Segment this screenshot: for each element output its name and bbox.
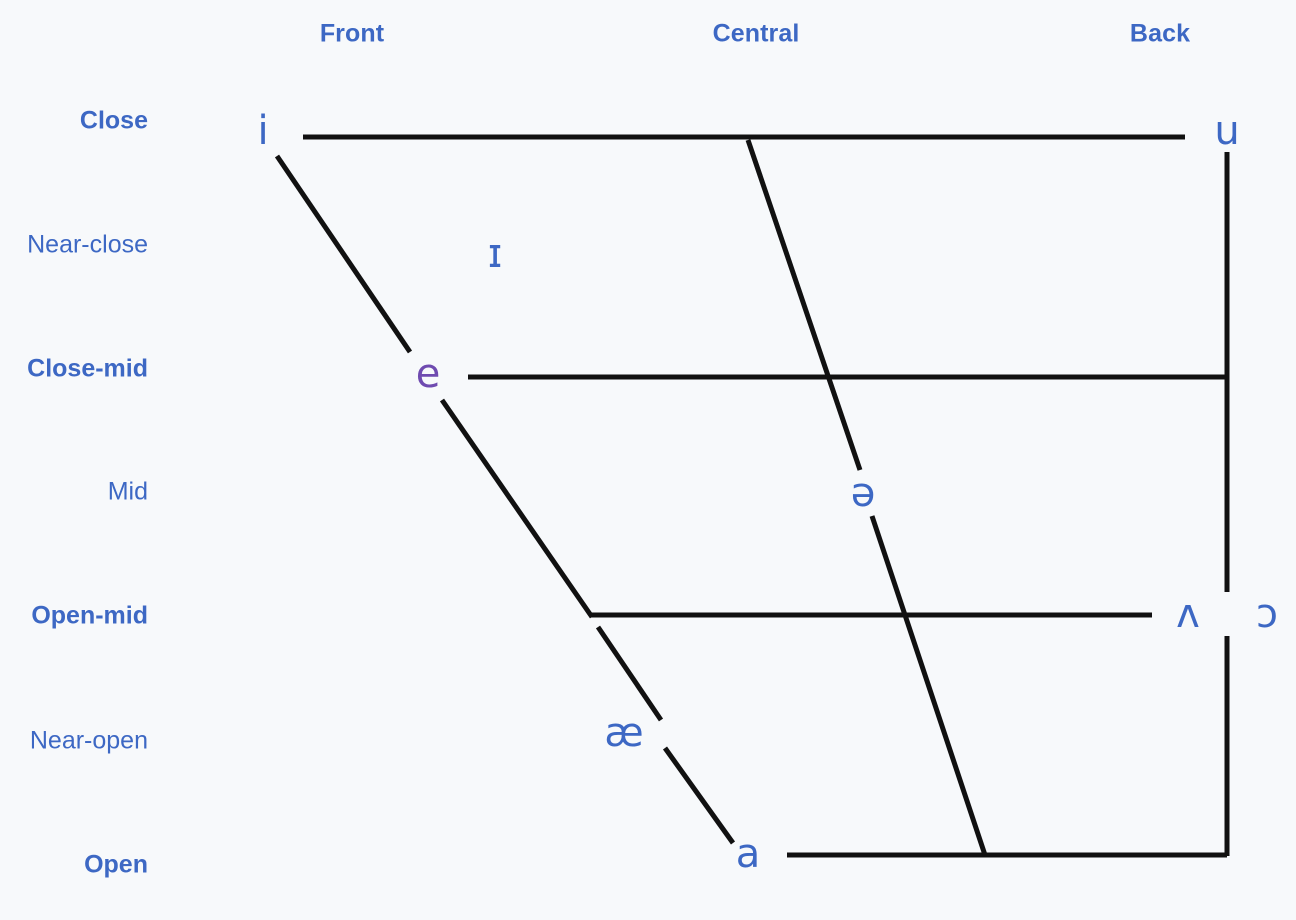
- vowel-symbol-e[interactable]: e: [415, 351, 441, 397]
- column-header-central: Central: [712, 19, 800, 48]
- vowel-symbol-a[interactable]: a: [735, 831, 761, 877]
- line-left-edge-segment-2: [439, 398, 595, 619]
- line-central-diagonal-lower: [869, 515, 988, 856]
- vowel-symbol-turned-v[interactable]: ʌ: [1176, 591, 1200, 637]
- row-label-mid: Mid: [107, 477, 148, 506]
- vowel-symbol-open-o[interactable]: ɔ: [1256, 591, 1278, 637]
- row-label-close-mid: Close-mid: [27, 354, 148, 383]
- row-label-near-close: Near-close: [27, 230, 148, 259]
- line-left-edge-segment-4: [662, 746, 736, 845]
- vowel-symbol-schwa[interactable]: ə: [850, 470, 876, 516]
- column-header-front: Front: [319, 19, 385, 48]
- line-left-edge-segment-1: [274, 154, 413, 354]
- column-header-back: Back: [1129, 19, 1191, 48]
- line-central-diagonal-upper: [745, 139, 863, 471]
- vowel-symbol-i[interactable]: i: [257, 108, 269, 154]
- row-label-open: Open: [84, 850, 148, 879]
- row-label-close: Close: [79, 106, 148, 135]
- row-label-open-mid: Open-mid: [31, 601, 148, 630]
- vowel-symbol-u[interactable]: u: [1214, 108, 1240, 154]
- vowel-symbol-small-capital-i[interactable]: ɪ: [487, 231, 503, 277]
- line-left-edge-segment-3: [595, 625, 664, 722]
- row-label-near-open: Near-open: [29, 726, 148, 755]
- vowel-symbol-ash[interactable]: æ: [604, 710, 644, 756]
